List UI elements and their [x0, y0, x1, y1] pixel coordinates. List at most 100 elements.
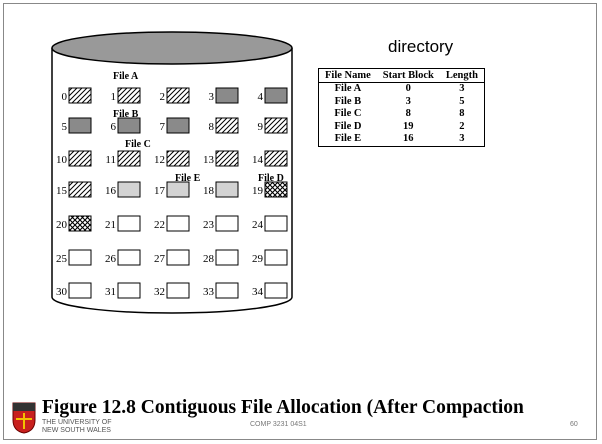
block-number: 4: [258, 91, 264, 103]
block-number: 5: [62, 121, 68, 133]
block-number: 13: [203, 154, 215, 166]
disk-block-32: [166, 282, 190, 299]
disk-block-23: [215, 215, 239, 232]
disk-block-2: [166, 87, 190, 104]
disk-block-12: [166, 150, 190, 167]
disk-block-18: [215, 181, 239, 198]
university-name: THE UNIVERSITY OF NEW SOUTH WALES: [42, 419, 112, 434]
disk-block-8: [215, 117, 239, 134]
disk-block-6: [117, 117, 141, 134]
cylinder-body: [51, 48, 293, 314]
course-code: COMP 3231 04S1: [250, 421, 307, 428]
cell-file-name: File A: [334, 83, 362, 94]
block-number: 11: [105, 154, 116, 166]
block-number: 10: [56, 154, 68, 166]
slide-frame: [3, 3, 597, 440]
disk-block-1: [117, 87, 141, 104]
block-number: 19: [252, 185, 264, 197]
block-number: 1: [111, 91, 117, 103]
block-number: 34: [252, 286, 264, 298]
file-a-label: File A: [113, 71, 139, 82]
cell-start-block: 0: [405, 83, 411, 94]
cell-length: 2: [459, 120, 465, 132]
disk-block-21: [117, 215, 141, 232]
block-number: 21: [105, 219, 116, 231]
block-number: 15: [56, 185, 68, 197]
disk-block-10: [68, 150, 92, 167]
university-crest-icon: [12, 402, 36, 434]
block-number: 8: [209, 121, 215, 133]
cell-start-block: 16: [403, 133, 414, 144]
cell-file-name: File B: [334, 95, 362, 107]
cell-file-name: File C: [334, 108, 362, 119]
block-number: 6: [111, 121, 117, 133]
block-number: 3: [209, 91, 215, 103]
block-number: 20: [56, 219, 68, 231]
cell-length: 3: [459, 83, 465, 94]
col-start-block: Start Block: [376, 68, 440, 83]
block-number: 32: [154, 286, 165, 298]
cell-length: 3: [459, 133, 465, 144]
block-number: 29: [252, 253, 264, 265]
directory-header-row: File Name Start Block Length: [318, 68, 485, 83]
directory-title: directory: [388, 37, 454, 56]
disk-block-5: [68, 117, 92, 134]
disk-block-15: [68, 181, 92, 198]
block-number: 16: [105, 185, 117, 197]
disk-block-11: [117, 150, 141, 167]
disk-block-26: [117, 249, 141, 266]
disk-block-27: [166, 249, 190, 266]
disk-block-24: [264, 215, 288, 232]
table-row: File B 3 5: [319, 96, 485, 109]
table-row: File D 19 2: [319, 121, 485, 134]
disk-block-31: [117, 282, 141, 299]
disk-block-7: [166, 117, 190, 134]
block-number: 25: [56, 253, 68, 265]
table-row: File E 16 3: [319, 133, 485, 146]
disk-block-34: [264, 282, 288, 299]
cell-file-name: File D: [334, 120, 362, 132]
disk-block-14: [264, 150, 288, 167]
block-number: 24: [252, 219, 264, 231]
block-number: 9: [258, 121, 264, 133]
block-number: 28: [203, 253, 215, 265]
cylinder-top: [51, 31, 293, 65]
col-file-name: File Name: [318, 68, 377, 83]
block-number: 26: [105, 253, 117, 265]
disk-block-28: [215, 249, 239, 266]
university-line-1: THE UNIVERSITY OF: [42, 419, 112, 426]
cell-length: 8: [459, 108, 465, 119]
disk-block-20: [68, 215, 92, 232]
block-number: 30: [56, 286, 68, 298]
block-number: 18: [203, 185, 215, 197]
table-row: File A 0 3: [319, 83, 485, 96]
cell-start-block: 8: [405, 108, 411, 119]
disk-block-13: [215, 150, 239, 167]
disk-block-0: [68, 87, 92, 104]
block-number: 14: [252, 154, 264, 166]
cell-length: 5: [459, 95, 465, 107]
file-b-label: File B: [113, 109, 139, 120]
block-number: 12: [154, 154, 165, 166]
disk-block-16: [117, 181, 141, 198]
block-number: 7: [160, 121, 166, 133]
disk-block-33: [215, 282, 239, 299]
block-number: 2: [160, 91, 166, 103]
file-c-label: File C: [125, 139, 151, 150]
table-row: File C 8 8: [319, 108, 485, 121]
disk-block-30: [68, 282, 92, 299]
block-number: 23: [203, 219, 215, 231]
page-number: 60: [570, 421, 578, 428]
block-number: 0: [62, 91, 68, 103]
block-number: 31: [105, 286, 116, 298]
disk-block-19: [264, 181, 288, 198]
cell-start-block: 19: [403, 120, 414, 132]
disk-block-9: [264, 117, 288, 134]
directory-table: File Name Start Block Length File A 0 3 …: [318, 68, 485, 147]
disk-block-25: [68, 249, 92, 266]
cell-start-block: 3: [405, 95, 411, 107]
disk-block-22: [166, 215, 190, 232]
col-length: Length: [439, 68, 485, 83]
cell-file-name: File E: [334, 133, 362, 144]
university-line-2: NEW SOUTH WALES: [42, 426, 111, 434]
